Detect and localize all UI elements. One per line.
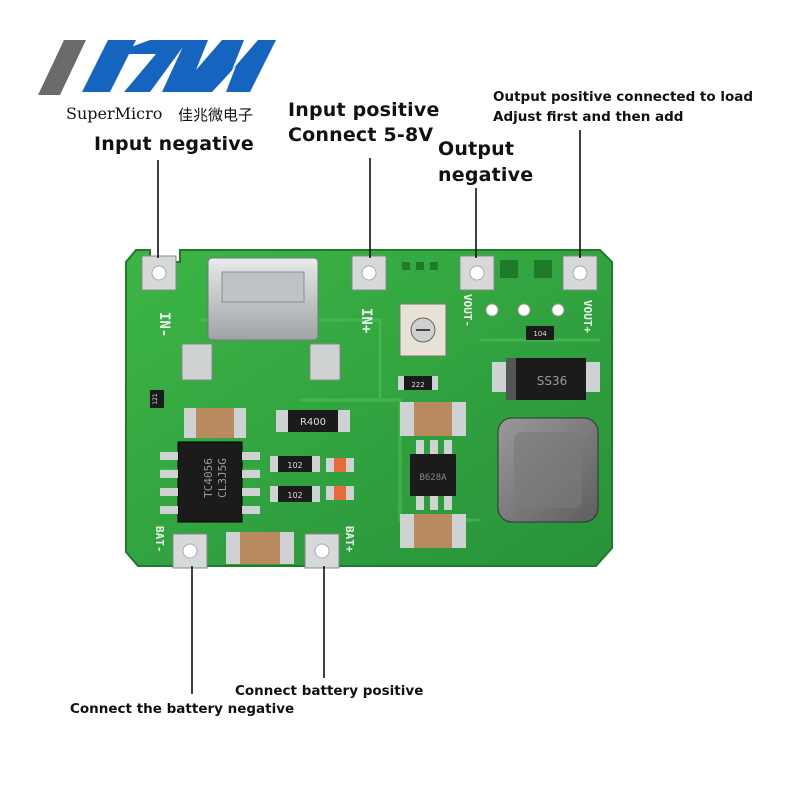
boost-ic-marking: B628A [419, 473, 447, 483]
header-pins [402, 262, 438, 270]
pointer-lines [157, 130, 581, 694]
diode-ss36: SS36 [492, 358, 600, 400]
silk-vout-plus: VOUT+ [581, 300, 594, 333]
capacitor [184, 408, 246, 438]
label-input-positive-voltage: Connect 5-8V [288, 124, 434, 146]
silk-bat-plus: BAT+ [343, 526, 356, 553]
label-output-negative-line2: negative [438, 164, 534, 186]
label-output-negative: Output [438, 138, 515, 160]
resistor-marking: 102 [287, 491, 302, 500]
led [326, 486, 354, 500]
potentiometer [399, 303, 447, 357]
pad-bat-minus [172, 533, 208, 569]
brand-name-cn: 佳兆微电子 [178, 106, 254, 124]
resistor-marking: 222 [411, 381, 424, 389]
charger-ic: TC4056 CL3J5G [160, 441, 260, 523]
vias [485, 303, 565, 317]
label-output-positive: Output positive connected to load [493, 89, 754, 105]
capacitor [226, 532, 294, 564]
resistor-marking: R400 [300, 417, 326, 428]
micro-usb-connector [181, 257, 341, 381]
resistor-marking: 102 [287, 461, 302, 470]
silk-in-minus: IN- [156, 312, 172, 337]
pad-small [500, 260, 518, 278]
led [326, 458, 354, 472]
resistor-102b: 102 [270, 486, 320, 502]
pad-bat-plus [304, 533, 340, 569]
charger-ic-marking: CL3J5G [216, 458, 229, 498]
label-output-positive-note: Adjust first and then add [493, 109, 684, 125]
silk-bat-minus: BAT- [153, 526, 166, 553]
pad-in-plus [351, 255, 387, 291]
charger-ic-marking: TC4056 [202, 458, 215, 498]
silk-vout-minus: VOUT- [461, 294, 474, 327]
pad-vout-plus [562, 255, 598, 291]
label-battery-positive: Connect battery positive [235, 683, 424, 699]
label-input-positive: Input positive [288, 99, 440, 121]
capacitor [400, 514, 466, 548]
boost-ic: B628A [410, 440, 456, 510]
pad-vout-minus [459, 255, 495, 291]
resistor-104: 104 [526, 326, 554, 340]
resistor-r400: R400 [276, 410, 350, 432]
brand-name: SuperMicro [66, 104, 163, 123]
resistor-102a: 102 [270, 456, 320, 472]
capacitor [400, 402, 466, 436]
resistor-121: 121 [150, 390, 164, 408]
resistor-marking: 121 [152, 393, 159, 405]
pad-in-minus [141, 255, 177, 291]
resistor-222: 222 [398, 376, 438, 390]
resistor-marking: 104 [533, 330, 547, 338]
diode-marking: SS36 [537, 374, 568, 388]
label-battery-negative: Connect the battery negative [70, 701, 295, 717]
label-input-negative: Input negative [94, 133, 254, 155]
pad-small [534, 260, 552, 278]
brand-logo [38, 40, 276, 95]
silk-in-plus: IN+ [358, 308, 374, 333]
inductor [497, 417, 599, 523]
